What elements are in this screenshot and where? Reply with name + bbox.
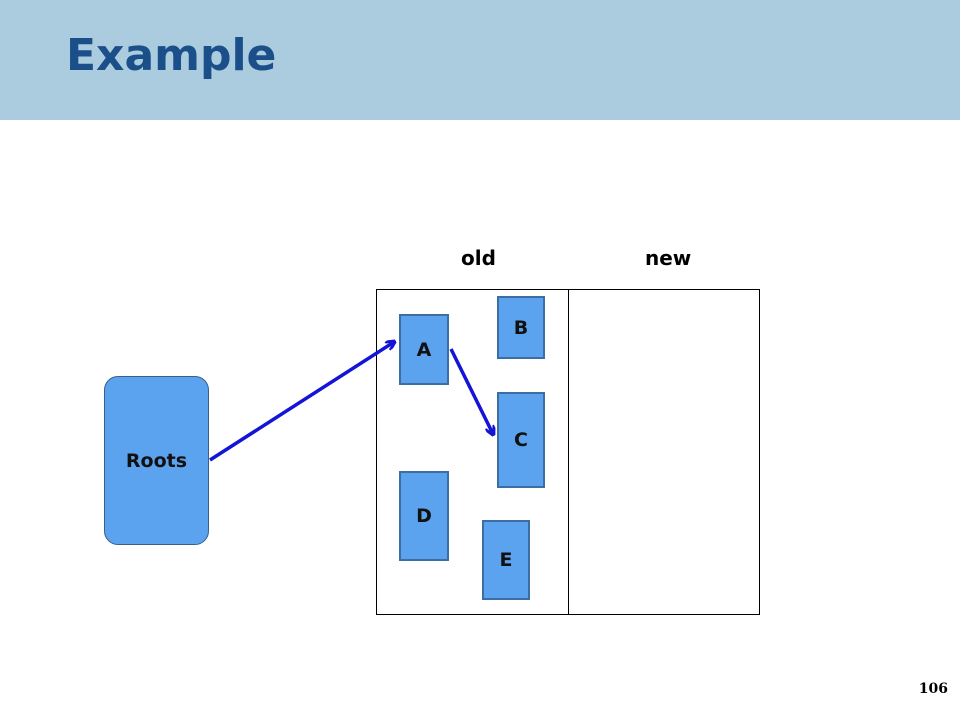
object-c-label: C	[514, 429, 528, 451]
old-space-label: old	[461, 246, 496, 270]
object-b-label: B	[513, 316, 529, 339]
page-number: 106	[918, 681, 948, 697]
roots-label: Roots	[125, 449, 188, 472]
arrow-roots-to-a	[209, 342, 394, 462]
object-a-label: A	[416, 338, 432, 361]
object-e-label: E	[499, 549, 513, 571]
object-d-label: D	[416, 505, 432, 527]
roots-node: Roots	[104, 376, 209, 545]
title-bar	[0, 0, 960, 120]
slide-title: Example	[66, 30, 277, 81]
object-c: C	[497, 392, 545, 488]
object-a: A	[399, 314, 449, 385]
object-b: B	[497, 296, 545, 359]
object-e: E	[482, 520, 530, 600]
object-d: D	[399, 471, 449, 561]
new-space-label: new	[645, 246, 692, 270]
heap-divider	[568, 289, 569, 615]
